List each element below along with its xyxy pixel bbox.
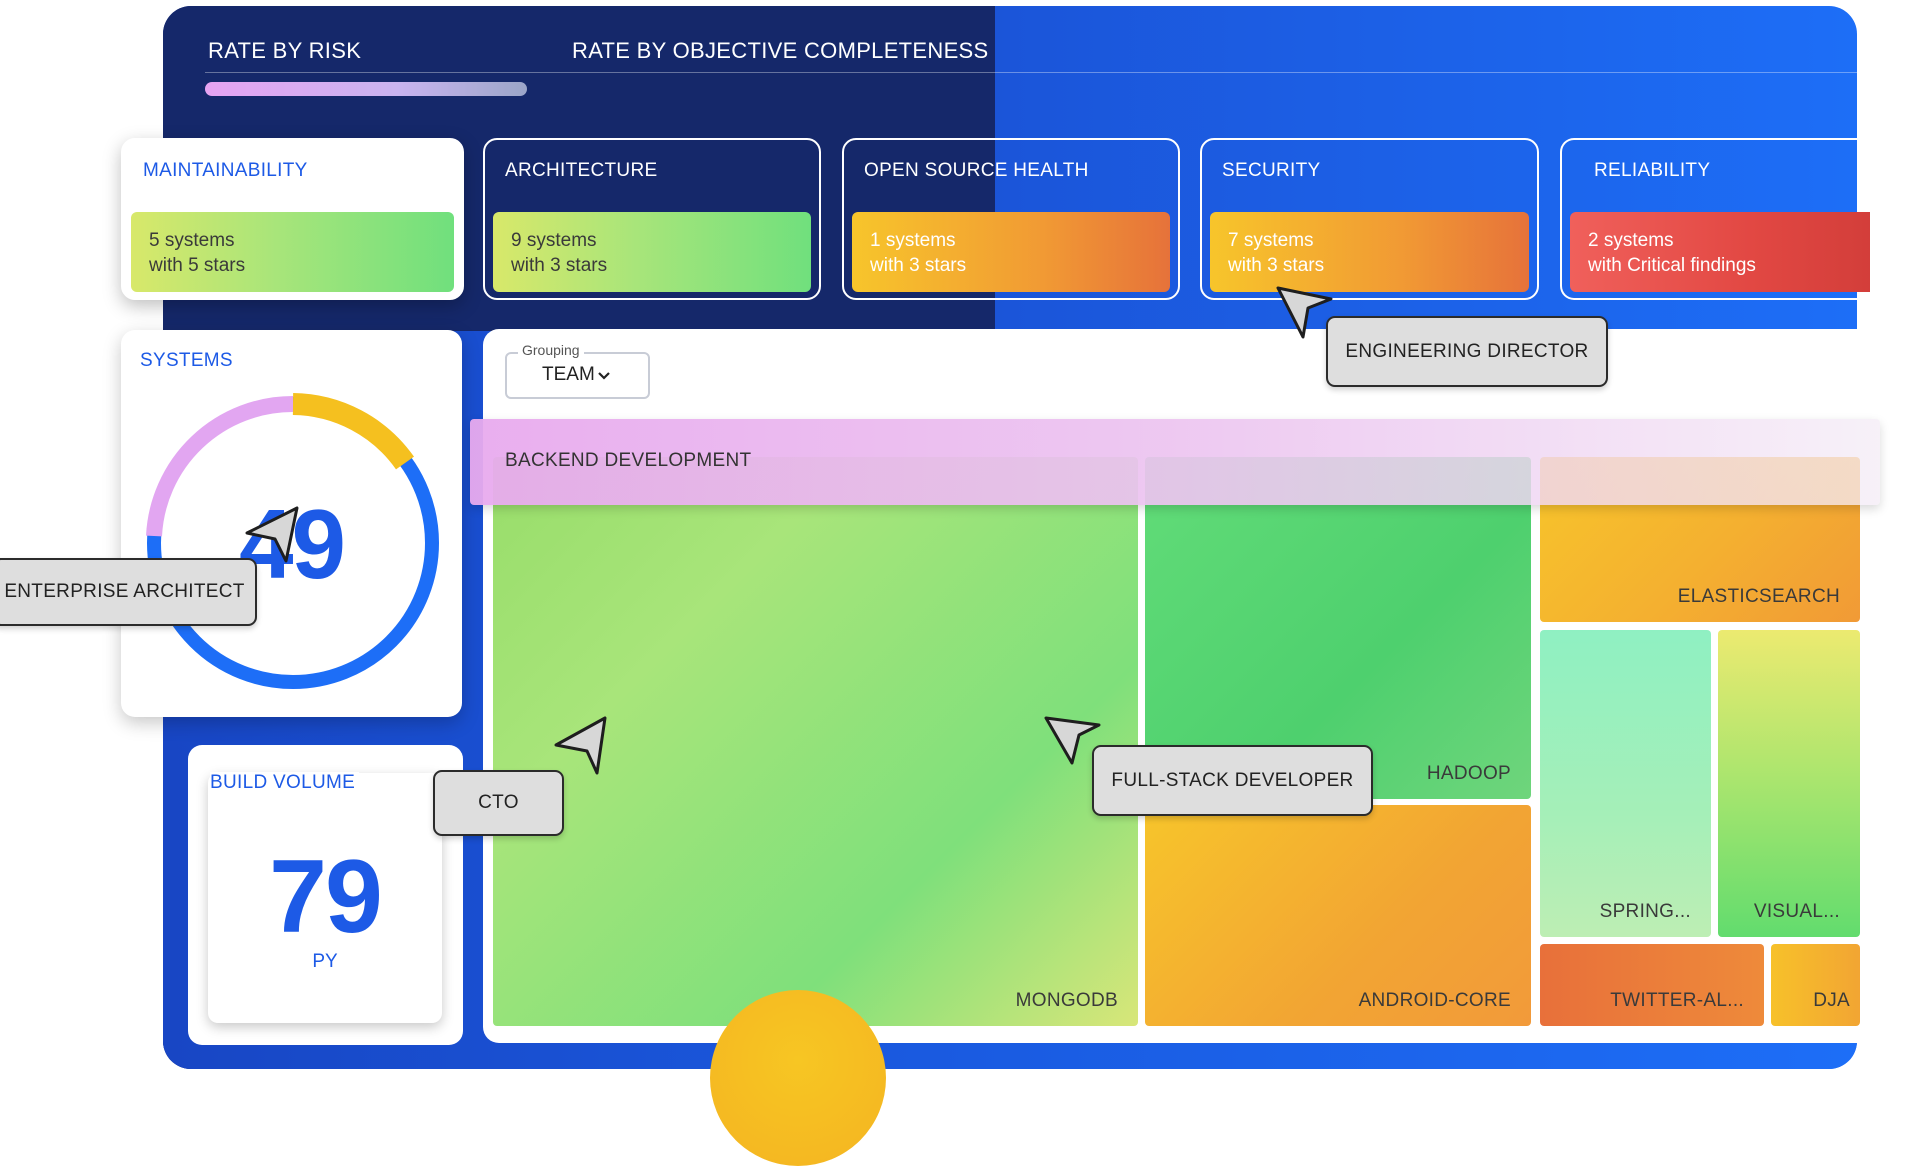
build-volume-title: BUILD VOLUME: [210, 772, 360, 794]
summary-line-detail: with 3 stars: [1228, 255, 1325, 276]
tile-label: SPRING...: [1599, 901, 1691, 922]
group-band-label: BACKEND DEVELOPMENT: [505, 450, 752, 471]
group-band-backend-development[interactable]: [470, 419, 1880, 505]
metric-card-title: ARCHITECTURE: [505, 160, 658, 181]
metric-card-title: SECURITY: [1222, 160, 1321, 181]
tile-label: ELASTICSEARCH: [1677, 586, 1840, 607]
callout-fullstack-developer: FULL-STACK DEVELOPER: [1092, 745, 1373, 816]
chevron-down-icon[interactable]: [597, 370, 611, 382]
tile-label: MONGODB: [1015, 990, 1118, 1011]
tab-rate-by-objective-completeness[interactable]: RATE BY OBJECTIVE COMPLETENESS: [572, 38, 989, 63]
treemap-tile-android-core[interactable]: ANDROID-CORE: [1145, 805, 1531, 1026]
metric-card-security[interactable]: SECURITY 7 systems with 3 stars: [1200, 138, 1539, 300]
summary-line-detail: with 3 stars: [870, 255, 967, 276]
metric-card-summary: 9 systems with 3 stars: [493, 212, 811, 292]
metric-card-reliability[interactable]: RELIABILITY 2 systems with Critical find…: [1560, 138, 1870, 300]
tile-label: TWITTER-AL...: [1610, 990, 1744, 1011]
cursor-arrow-icon: [1044, 716, 1101, 765]
metric-card-title: RELIABILITY: [1594, 160, 1711, 181]
summary-line-count: 2 systems: [1588, 230, 1674, 251]
donut-ring-yellow: [292, 393, 414, 470]
summary-line-detail: with Critical findings: [1588, 255, 1756, 276]
systems-donut-chart: [146, 393, 439, 689]
summary-line-detail: with 3 stars: [511, 255, 608, 276]
grouping-label: Grouping: [518, 342, 584, 358]
treemap-tile-visual[interactable]: VISUAL...: [1718, 630, 1860, 937]
summary-line-count: 9 systems: [511, 230, 597, 251]
metric-card-summary: 5 systems with 5 stars: [131, 212, 454, 292]
build-volume-card[interactable]: BUILD VOLUME 79 PY: [188, 745, 463, 1045]
decorative-circle: [710, 990, 886, 1166]
metric-card-summary: 2 systems with Critical findings: [1570, 212, 1870, 292]
callout-engineering-director: ENGINEERING DIRECTOR: [1326, 316, 1608, 387]
tile-label: VISUAL...: [1753, 901, 1840, 922]
summary-line-count: 1 systems: [870, 230, 956, 251]
callout-cto: CTO: [433, 770, 564, 836]
tab-divider: [205, 72, 1857, 73]
metric-card-open-source-health[interactable]: OPEN SOURCE HEALTH 1 systems with 3 star…: [842, 138, 1180, 300]
metric-card-architecture[interactable]: ARCHITECTURE 9 systems with 3 stars: [483, 138, 821, 300]
treemap-tile-twitter-al[interactable]: TWITTER-AL...: [1540, 944, 1764, 1026]
summary-line-detail: with 5 stars: [149, 255, 246, 276]
cursor-arrow-icon: [554, 716, 607, 775]
build-volume-inner: [208, 773, 442, 1023]
summary-line-count: 7 systems: [1228, 230, 1314, 251]
active-tab-indicator: [205, 82, 527, 96]
treemap-tile-dja[interactable]: DJA: [1771, 944, 1860, 1026]
summary-line-count: 5 systems: [149, 230, 235, 251]
tab-rate-by-risk[interactable]: RATE BY RISK: [208, 38, 362, 63]
metric-card-summary: 7 systems with 3 stars: [1210, 212, 1529, 292]
cursor-arrow-icon: [245, 506, 299, 563]
cursor-arrow-icon: [1276, 286, 1333, 339]
systems-card[interactable]: SYSTEMS 49: [121, 330, 462, 717]
treemap-tile-hadoop[interactable]: HADOOP: [1145, 457, 1531, 799]
callout-enterprise-architect: ENTERPRISE ARCHITECT: [0, 558, 257, 626]
tile-label: DJA: [1813, 990, 1850, 1011]
treemap-tile-spring[interactable]: SPRING...: [1540, 630, 1711, 937]
build-volume-unit: PY: [312, 951, 338, 972]
metric-card-summary: 1 systems with 3 stars: [852, 212, 1170, 292]
metric-card-title: MAINTAINABILITY: [143, 160, 308, 181]
systems-title: SYSTEMS: [140, 350, 233, 371]
tile-label: ANDROID-CORE: [1358, 990, 1511, 1011]
tile-label: HADOOP: [1426, 763, 1511, 784]
metric-card-maintainability[interactable]: MAINTAINABILITY 5 systems with 5 stars: [121, 138, 464, 300]
grouping-value: TEAM: [542, 364, 595, 385]
build-volume-value: 79: [269, 839, 383, 955]
metric-card-title: OPEN SOURCE HEALTH: [864, 160, 1089, 181]
donut-ring-pink: [146, 395, 294, 537]
